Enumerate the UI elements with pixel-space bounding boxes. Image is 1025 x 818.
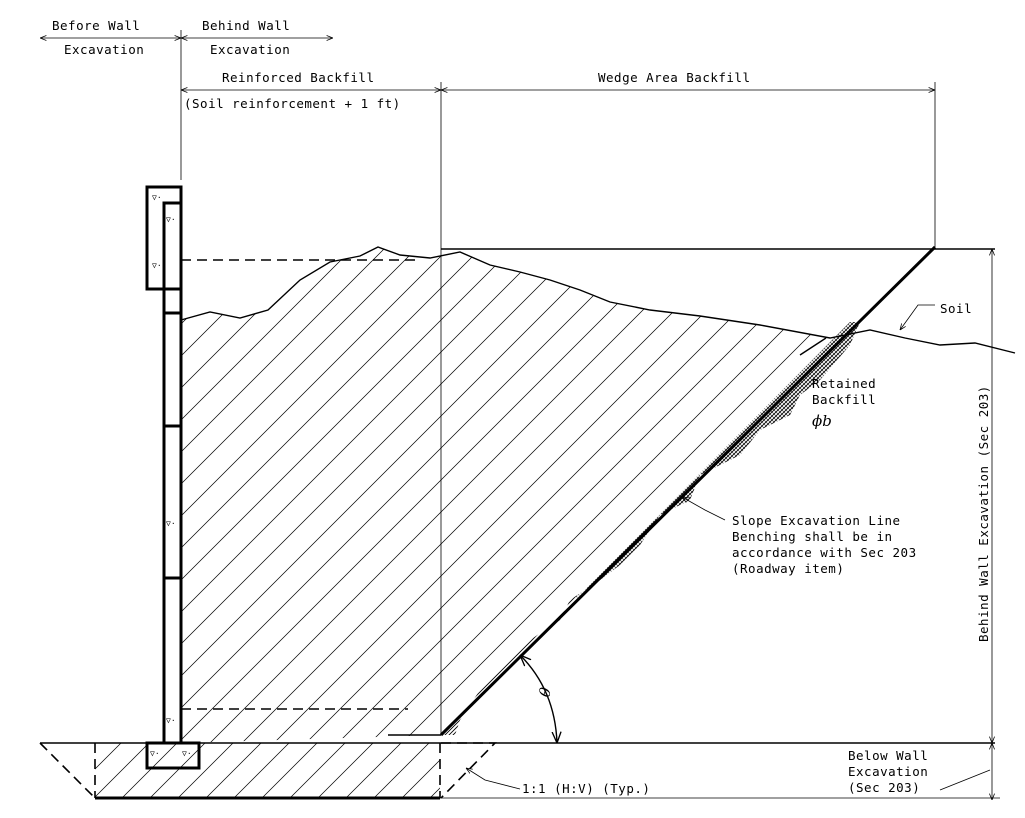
theta-label: θ bbox=[535, 686, 555, 699]
soil-profile bbox=[180, 245, 1016, 744]
wedge-area-backfill-label: Wedge Area Backfill bbox=[598, 70, 751, 85]
leaders bbox=[466, 304, 991, 791]
top-dimensions bbox=[40, 30, 936, 735]
before-wall-excavation-label: Excavation bbox=[64, 42, 144, 57]
svg-text:▽·: ▽· bbox=[152, 261, 162, 270]
behind-wall-label: Behind Wall bbox=[202, 18, 290, 33]
svg-text:▽·: ▽· bbox=[150, 749, 160, 758]
wall-facing: ▽· ▽· ▽· ▽· ▽· ▽· ▽· bbox=[145, 185, 201, 770]
below-wall-label: Below Wall bbox=[848, 748, 928, 763]
behind-wall-excavation-label: Excavation bbox=[210, 42, 290, 57]
backfill-hatching bbox=[181, 247, 830, 743]
retained-backfill-texture bbox=[441, 322, 860, 735]
svg-text:▽·: ▽· bbox=[166, 716, 176, 725]
slope-line-4: (Roadway item) bbox=[732, 561, 844, 576]
slope-line-1: Slope Excavation Line bbox=[732, 513, 901, 528]
slope-line-3: accordance with Sec 203 bbox=[732, 545, 917, 560]
svg-text:▽·: ▽· bbox=[166, 519, 176, 528]
svg-text:▽·: ▽· bbox=[152, 193, 162, 202]
below-excavation-label: Excavation bbox=[848, 764, 928, 779]
slope-ratio-label: 1:1 (H:V) (Typ.) bbox=[522, 781, 650, 796]
soil-reinforcement-label: (Soil reinforcement + 1 ft) bbox=[184, 96, 401, 111]
behind-wall-vertical-label: Behind Wall Excavation (Sec 203) bbox=[976, 385, 991, 642]
labels: Before Wall Excavation Behind Wall Excav… bbox=[52, 18, 991, 796]
phi-b-label: ϕb bbox=[812, 412, 832, 430]
footing-hatching bbox=[95, 743, 440, 798]
svg-text:▽·: ▽· bbox=[166, 215, 176, 224]
below-sec-label: (Sec 203) bbox=[848, 780, 920, 795]
retained-label: Retained bbox=[812, 376, 876, 391]
soil-label: Soil bbox=[940, 301, 972, 316]
reinforced-backfill-label: Reinforced Backfill bbox=[222, 70, 375, 85]
right-dimensions bbox=[440, 249, 1000, 800]
svg-text:▽·: ▽· bbox=[182, 749, 192, 758]
backfill-label: Backfill bbox=[812, 392, 876, 407]
before-wall-label: Before Wall bbox=[52, 18, 140, 33]
reinforcement-limits bbox=[39, 259, 497, 799]
theta-angle bbox=[520, 655, 557, 743]
slope-line-2: Benching shall be in bbox=[732, 529, 893, 544]
